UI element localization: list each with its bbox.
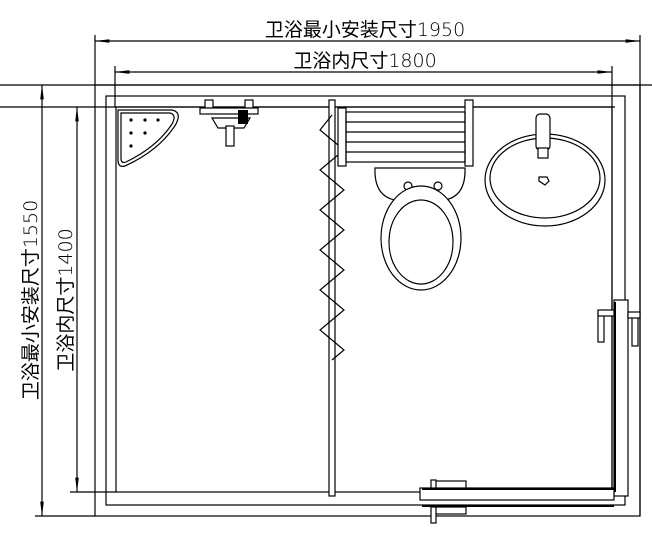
inner-width-label: 卫浴内尺寸1800: [293, 50, 436, 72]
glass-door-right[interactable]: [597, 299, 641, 497]
towel-rack-icon: [337, 99, 474, 167]
glass-door-bottom[interactable]: [419, 479, 615, 524]
shower-faucet-icon: [199, 99, 259, 147]
toilet-icon: [374, 167, 466, 291]
dimension-depth-outer: 卫浴最小安装尺寸1550: [20, 85, 44, 516]
min-install-width-label: 卫浴最小安装尺寸1950: [265, 19, 465, 41]
dimension-depth-inner: 卫浴内尺寸1400: [55, 107, 79, 492]
inner-depth-label: 卫浴内尺寸1400: [55, 228, 77, 371]
corner-shelf-icon: [117, 109, 179, 167]
min-install-depth-label: 卫浴最小安装尺寸1550: [20, 200, 42, 400]
dimension-width-outer: 卫浴最小安装尺寸1950: [95, 19, 640, 43]
sink-icon: [484, 113, 606, 227]
dimension-width-inner: 卫浴内尺寸1800: [115, 50, 612, 74]
